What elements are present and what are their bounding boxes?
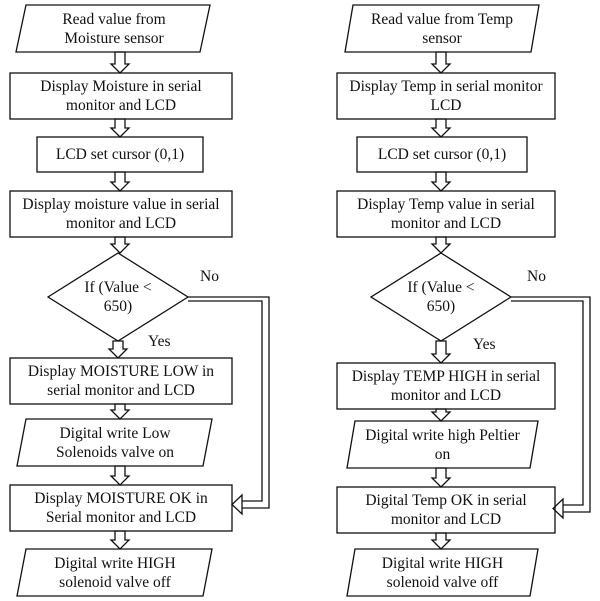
right-connector-7 bbox=[430, 532, 452, 550]
right-high-text: Display TEMP HIGH in serial monitor and … bbox=[351, 368, 541, 404]
right-write-high-text: Digital write HIGH solenoid valve off bbox=[381, 554, 504, 591]
left-decision-text: If (Value < 650) bbox=[84, 279, 152, 315]
right-connector-3 bbox=[430, 171, 452, 192]
right-connector-6 bbox=[430, 467, 452, 488]
left-write-high-node bbox=[16, 548, 213, 597]
left-cursor-text: LCD set cursor (0,1) bbox=[55, 146, 185, 163]
left-ok-text: Display MOISTURE OK in Serial monitor an… bbox=[34, 490, 208, 526]
right-no-path-inner bbox=[511, 300, 584, 506]
left-connector-6 bbox=[109, 465, 131, 486]
right-decision-text: If (Value < 650) bbox=[407, 279, 475, 315]
left-low-text: Display MOISTURE LOW in serial monitor a… bbox=[27, 363, 215, 399]
left-write-low-node bbox=[16, 418, 213, 467]
right-connector-4 bbox=[430, 236, 452, 254]
left-connector-7 bbox=[109, 530, 131, 550]
left-no-arrowhead bbox=[231, 493, 243, 516]
right-read-node bbox=[344, 4, 540, 53]
right-write-peltier-text: Digital write high Peltier on bbox=[365, 426, 520, 463]
right-display-label-text: Display Temp in serial monitor LCD bbox=[349, 78, 543, 114]
left-read-node bbox=[15, 4, 211, 53]
left-display-label-text: Display Moisture in serial monitor and L… bbox=[40, 78, 202, 114]
right-ok-text: Digital Temp OK in serial monitor and LC… bbox=[365, 492, 527, 528]
right-connector-5 bbox=[430, 408, 452, 422]
left-write-low-text: Digital write Low Solenoids valve on bbox=[56, 424, 174, 461]
left-no-label: No bbox=[200, 268, 219, 285]
left-yes-connector bbox=[107, 340, 129, 359]
right-no-arrowhead bbox=[552, 497, 564, 520]
right-yes-connector bbox=[430, 340, 452, 364]
right-display-value-text: Display Temp value in serial monitor and… bbox=[357, 196, 535, 232]
left-connector-4 bbox=[109, 236, 131, 254]
left-no-path-outer bbox=[188, 296, 270, 509]
right-cursor-text: LCD set cursor (0,1) bbox=[377, 146, 507, 163]
left-read-text: Read value from Moisture sensor bbox=[62, 10, 166, 47]
right-no-path-outer bbox=[511, 296, 591, 513]
left-connector-3 bbox=[109, 171, 131, 192]
right-connector-1 bbox=[430, 51, 452, 74]
left-connector-5 bbox=[109, 403, 131, 420]
right-connector-2 bbox=[430, 118, 452, 138]
right-write-peltier-node bbox=[346, 420, 539, 469]
right-read-text: Read value from Temp sensor bbox=[371, 10, 513, 47]
left-connector-2 bbox=[109, 118, 131, 138]
left-yes-label: Yes bbox=[148, 333, 171, 350]
right-yes-label: Yes bbox=[473, 336, 496, 353]
left-display-value-text: Display moisture value in serial monitor… bbox=[22, 196, 220, 232]
left-connector-1 bbox=[109, 51, 131, 74]
left-no-path-inner bbox=[188, 300, 263, 502]
left-write-high-text: Digital write HIGH solenoid valve off bbox=[54, 554, 176, 591]
right-write-high-node bbox=[346, 548, 539, 597]
right-no-label: No bbox=[527, 268, 546, 285]
